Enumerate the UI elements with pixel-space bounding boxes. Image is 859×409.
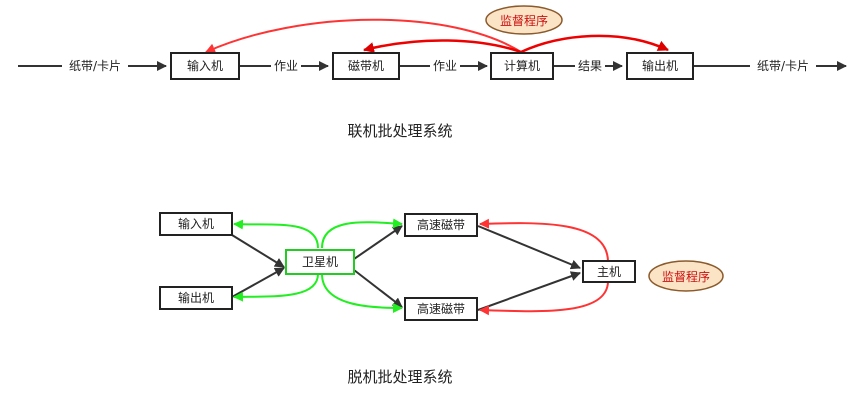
online-node-output: 输出机 (626, 52, 694, 80)
offline-green-satellite-to-output (233, 273, 319, 302)
offline-node-input-label: 输入机 (178, 216, 214, 231)
offline-node-output: 输出机 (159, 286, 233, 310)
offline-red-host-to-tape-top (479, 218, 609, 263)
online-control-to-output (520, 34, 669, 54)
online-label-job1: 作业 (274, 59, 298, 73)
online-supervisor-label: 监督程序 (500, 13, 548, 28)
online-node-output-label: 输出机 (642, 58, 678, 73)
offline-arrow-satellite-to-tape-top (353, 225, 403, 260)
offline-arrow-input-to-satellite (231, 234, 285, 268)
offline-arrow-output-to-satellite (231, 267, 285, 298)
offline-node-host-label: 主机 (597, 265, 621, 279)
offline-node-input: 输入机 (159, 212, 233, 236)
offline-node-tape-bottom-label: 高速磁带 (417, 301, 465, 316)
online-node-tape: 磁带机 (332, 52, 400, 80)
online-label-result: 结果 (578, 59, 602, 73)
offline-node-tape-bottom: 高速磁带 (404, 297, 478, 321)
offline-red-host-to-tape-bottom (479, 280, 609, 316)
offline-green-satellite-to-tape-top (321, 218, 403, 249)
online-label-in: 纸带/卡片 (69, 59, 121, 73)
online-label-out: 纸带/卡片 (757, 59, 809, 73)
online-node-input-label: 输入机 (187, 58, 223, 73)
offline-supervisor-label: 监督程序 (662, 269, 710, 284)
online-diagram: 纸带/卡片 作业 作业 结果 纸带/卡片 输入机 磁带机 计算机 输出机 (18, 5, 847, 140)
offline-title: 脱机批处理系统 (347, 368, 452, 386)
online-control-to-tape (363, 39, 522, 54)
offline-node-host: 主机 (582, 260, 636, 283)
offline-node-satellite: 卫星机 (285, 249, 355, 275)
online-control-to-input (205, 18, 522, 53)
offline-arrow-satellite-to-tape-bottom (353, 269, 403, 308)
offline-arrow-host-to-tape-bottom (477, 271, 581, 311)
online-node-computer-label: 计算机 (504, 58, 540, 73)
offline-green-satellite-to-tape-bottom (321, 273, 403, 313)
offline-diagram: 输入机 输出机 卫星机 高速磁带 高速磁带 主机 监督程序 脱机批处理系统 (159, 212, 724, 386)
offline-green-satellite-to-input (233, 219, 319, 249)
offline-node-output-label: 输出机 (178, 290, 214, 305)
online-node-tape-label: 磁带机 (348, 58, 384, 73)
online-label-job2: 作业 (433, 59, 457, 73)
online-node-computer: 计算机 (490, 52, 554, 80)
offline-node-tape-top: 高速磁带 (404, 213, 478, 237)
online-title: 联机批处理系统 (347, 122, 452, 140)
offline-node-tape-top-label: 高速磁带 (417, 217, 465, 232)
offline-node-satellite-label: 卫星机 (302, 255, 338, 269)
online-node-input: 输入机 (170, 52, 240, 80)
offline-arrow-tape-top-to-host (477, 225, 581, 270)
offline-supervisor: 监督程序 (648, 260, 724, 292)
online-supervisor: 监督程序 (485, 5, 563, 35)
